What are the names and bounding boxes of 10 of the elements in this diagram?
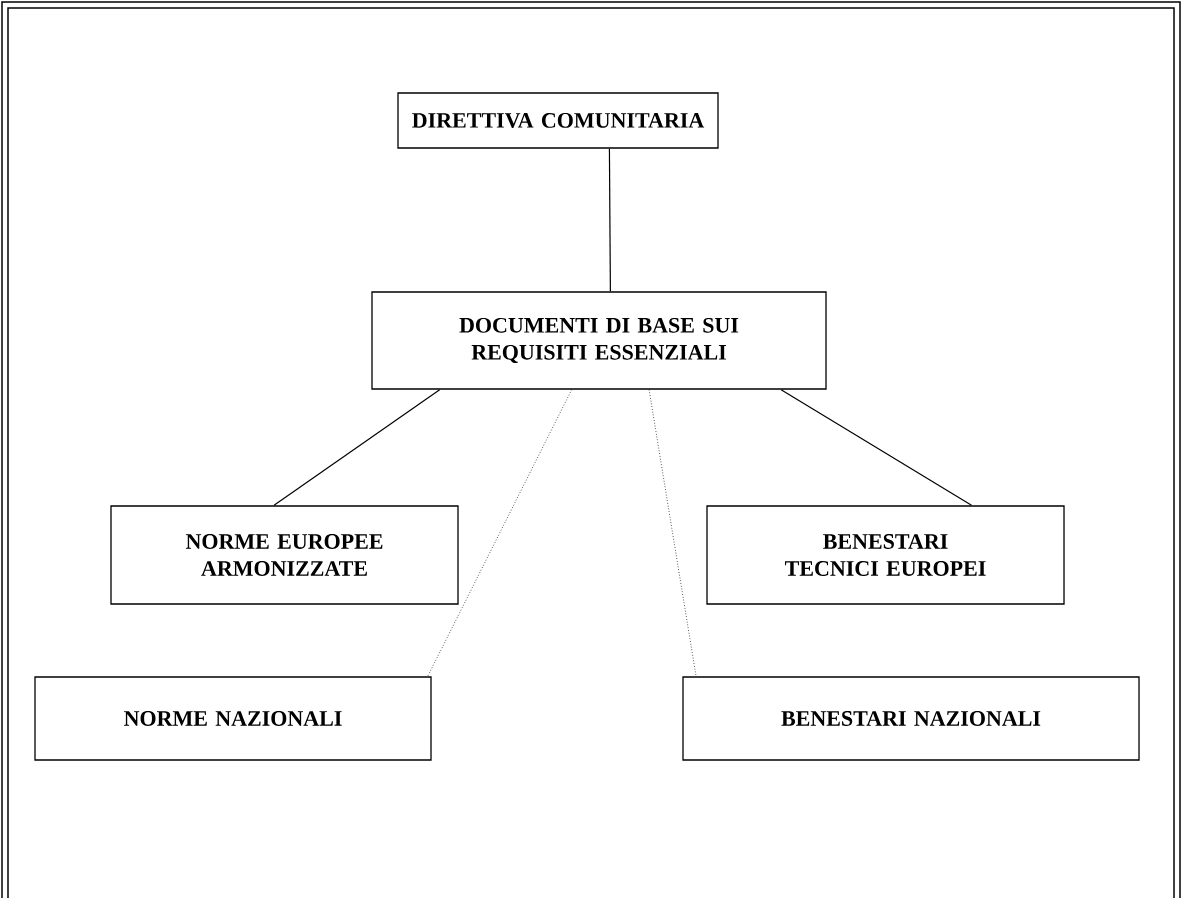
text-box: DOCUMENTI DI BASE SUI REQUISITI ESSENZIALI (371, 291, 827, 390)
text-box: NORME EUROPEE ARMONIZZATE (110, 505, 459, 605)
text-box: DIRETTIVA COMUNITARIA (397, 92, 719, 149)
connector-line (648, 389, 697, 677)
connector-line (608, 148, 611, 292)
text-box: NORME NAZIONALI (34, 676, 432, 761)
connector-line (780, 389, 973, 506)
text-box: BENESTARI TECNICI EUROPEI (706, 505, 1065, 605)
text-box: BENESTARI NAZIONALI (682, 676, 1140, 761)
connector-line (273, 389, 441, 506)
